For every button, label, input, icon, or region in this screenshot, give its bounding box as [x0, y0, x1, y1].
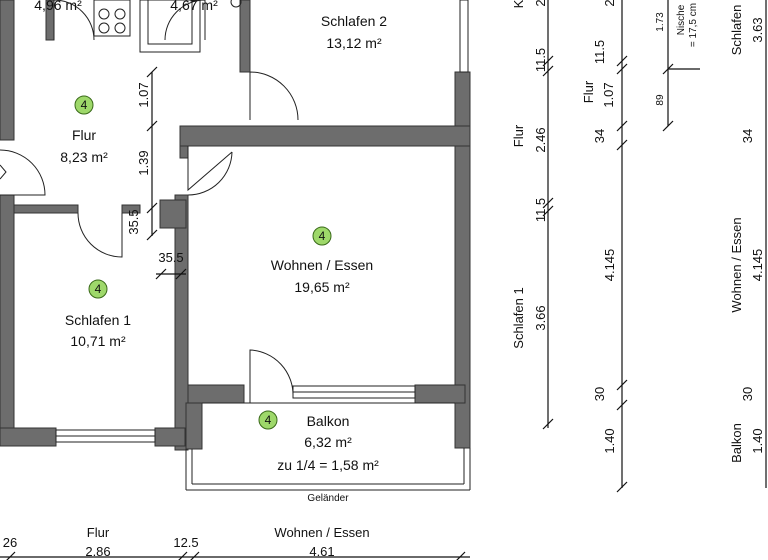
c1-flur: Flur — [511, 124, 526, 147]
schlafen1-badge — [88, 279, 108, 299]
dim-355-vertical: 35.5 — [126, 209, 141, 234]
c1-115a: 11.5 — [533, 48, 548, 72]
c2-115: 11.5 — [592, 40, 607, 64]
b-26: 26 — [3, 535, 17, 550]
c1-2: 2 — [533, 0, 548, 7]
wohnen-name: Wohnen / Essen — [271, 257, 373, 273]
c1-366: 3.66 — [533, 305, 548, 330]
wohnen-area: 19,65 m² — [294, 279, 350, 295]
balkon-badge — [258, 410, 278, 430]
c4-363: 3.63 — [750, 17, 765, 42]
flur-name: Flur — [72, 127, 96, 143]
c2-140: 1.40 — [602, 428, 617, 453]
c2-4145: 4.145 — [602, 249, 617, 282]
b-flur: Flur — [87, 525, 110, 540]
c2-30: 30 — [592, 387, 607, 401]
c1-115b: 11.5 — [533, 198, 548, 222]
top-left-area: 4,96 m² — [34, 0, 82, 13]
schlafen2-name: Schlafen 2 — [321, 13, 387, 29]
c3-89: 89 — [655, 94, 666, 106]
inner-dimensions: 1.07 1.39 35.5 35.5 — [126, 66, 187, 280]
wohnen-badge-label: 4 — [319, 229, 326, 243]
wohnen-badge — [312, 226, 332, 246]
schlafen1-area: 10,71 m² — [70, 333, 126, 349]
doors — [0, 0, 299, 403]
c4-30: 30 — [740, 387, 755, 401]
dim-column-1: K 2 11.5 Flur 2.46 11.5 Schlafen 1 3.66 — [511, 0, 554, 430]
flur-badge — [74, 95, 94, 115]
c1-k: K — [511, 0, 526, 8]
bath-area: 4,67 m² — [170, 0, 218, 13]
c3-nische2: = 17,5 cm — [688, 3, 699, 47]
c4-140: 1.40 — [750, 428, 765, 453]
fixtures — [93, 0, 242, 53]
balkon-quarter: zu 1/4 = 1,58 m² — [277, 457, 379, 473]
schlafen2-area: 13,12 m² — [326, 35, 382, 51]
room-labels: 4,96 m² 4,67 m² Schlafen 2 13,12 m² 4 Fl… — [34, 0, 387, 504]
c4-4145: 4.145 — [750, 249, 765, 282]
c2-34: 34 — [592, 129, 607, 143]
c1-246: 2.46 — [533, 127, 548, 152]
c4-schlafen: Schlafen — [729, 5, 744, 56]
c4-wohnen: Wohnen / Essen — [729, 217, 744, 312]
dim-355-horizontal: 35.5 — [158, 250, 183, 265]
windows — [55, 0, 469, 443]
dim-column-3: 1.73 89 Nische = 17,5 cm — [655, 0, 700, 132]
c4-34: 34 — [740, 129, 755, 143]
b-125: 12.5 — [173, 535, 198, 550]
c2-2: 2 — [602, 0, 617, 7]
dim-107: 1.07 — [136, 82, 151, 107]
balkon-area: 6,32 m² — [304, 434, 352, 450]
b-wohnen: Wohnen / Essen — [274, 525, 369, 540]
flur-area: 8,23 m² — [60, 149, 108, 165]
dim-row-bottom: 26 Flur 2.86 12.5 Wohnen / Essen 4.61 — [0, 525, 470, 560]
c4-balkon: Balkon — [729, 423, 744, 463]
balcony-railing — [185, 402, 471, 491]
dim-column-2: 2 11.5 Flur 1.07 34 4.145 30 1.40 — [581, 0, 628, 493]
c3-173: 1.73 — [655, 12, 666, 32]
balkon-name: Balkon — [307, 413, 350, 429]
dim-column-4: Schlafen 3.63 34 Wohnen / Essen 4.145 30… — [729, 0, 767, 488]
c2-flur: Flur — [581, 80, 596, 103]
c3-nische: Nische — [676, 4, 687, 35]
schlafen1-badge-label: 4 — [95, 282, 102, 296]
c2-107: 1.07 — [601, 82, 616, 107]
b-461: 4.61 — [309, 544, 334, 559]
balkon-badge-label: 4 — [265, 413, 272, 427]
b-286: 2.86 — [85, 544, 110, 559]
dim-139: 1.39 — [136, 150, 151, 175]
walls — [0, 0, 471, 451]
gelaender-label: Geländer — [307, 493, 349, 504]
schlafen1-name: Schlafen 1 — [65, 312, 131, 328]
c1-schlafen1: Schlafen 1 — [511, 287, 526, 348]
flur-badge-label: 4 — [81, 98, 88, 112]
